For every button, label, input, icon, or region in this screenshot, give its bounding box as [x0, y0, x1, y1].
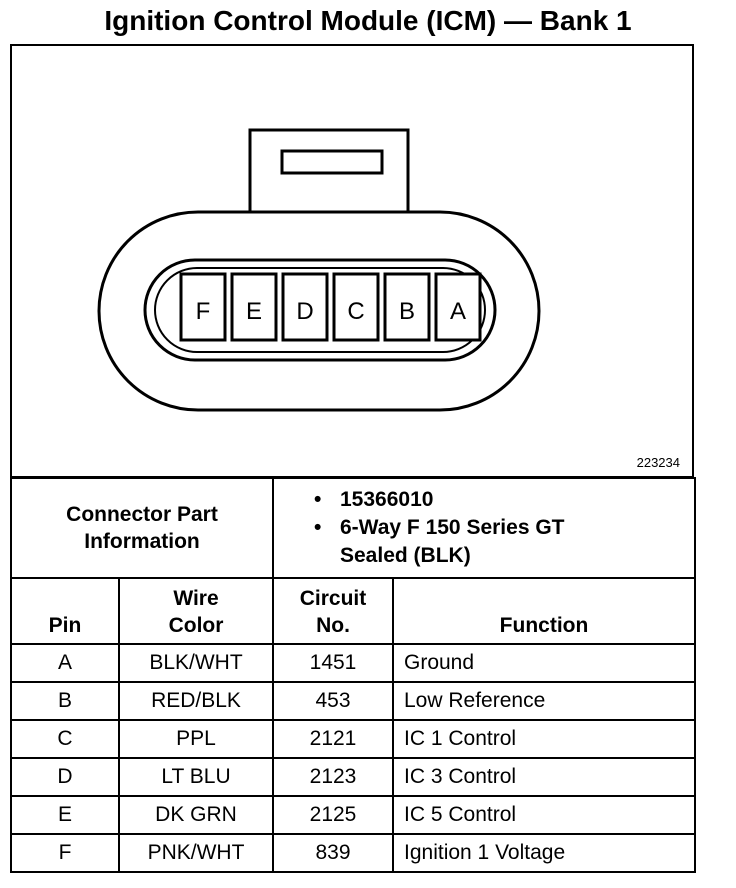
table-header-row: Pin Wire Color Circuit No. Function: [10, 577, 696, 645]
pin-cavity-d: D: [281, 272, 329, 342]
header-pin-label: Pin: [48, 614, 82, 637]
header-wire-line1: Wire: [173, 587, 219, 610]
row-pin: D: [10, 757, 120, 797]
row-pin: C: [10, 719, 120, 759]
row-wire-color: PNK/WHT: [118, 833, 274, 873]
pin-label-a: A: [450, 298, 466, 325]
row-function: IC 5 Control: [392, 795, 696, 835]
part-info-value-cell: 15366010 6-Way F 150 Series GT Sealed (B…: [272, 477, 696, 579]
connector-diagram-frame: F E D C B A 223234: [10, 44, 694, 478]
row-wire-color: RED/BLK: [118, 681, 274, 721]
header-wire-line2: Color: [168, 614, 224, 637]
connector-info-table: Connector Part Information 15366010 6-Wa…: [10, 477, 696, 873]
part-number: 15366010: [314, 486, 694, 514]
connector-type: 6-Way F 150 Series GT: [314, 514, 694, 542]
row-function: IC 1 Control: [392, 719, 696, 759]
pin-label-b: B: [399, 298, 415, 325]
pin-cavity-b: B: [383, 272, 431, 342]
row-pin: E: [10, 795, 120, 835]
connector-seal: Sealed (BLK): [340, 544, 471, 567]
row-circuit: 2125: [272, 795, 394, 835]
terminal-insert: [143, 258, 497, 362]
row-circuit: 839: [272, 833, 394, 873]
part-info-label-cell: Connector Part Information: [10, 477, 274, 579]
row-circuit: 2123: [272, 757, 394, 797]
row-function: Ignition 1 Voltage: [392, 833, 696, 873]
row-wire-color: DK GRN: [118, 795, 274, 835]
part-info-label-line2: Information: [84, 530, 200, 553]
header-function-label: Function: [499, 614, 589, 637]
diagram-title: Ignition Control Module (ICM) — Bank 1: [104, 5, 632, 36]
figure-id: 223234: [636, 455, 680, 470]
row-function: Ground: [392, 643, 696, 683]
table-row: F PNK/WHT 839 Ignition 1 Voltage: [10, 833, 696, 873]
row-wire-color: BLK/WHT: [118, 643, 274, 683]
pin-label-d: D: [296, 298, 313, 325]
header-circuit-line2: No.: [316, 614, 350, 637]
row-pin: B: [10, 681, 120, 721]
row-circuit: 1451: [272, 643, 394, 683]
header-function: Function: [392, 577, 696, 645]
header-wire-color: Wire Color: [118, 577, 274, 645]
header-pin: Pin: [10, 577, 120, 645]
terminal-insert-inner: [154, 267, 486, 353]
row-wire-color: LT BLU: [118, 757, 274, 797]
pin-label-f: F: [196, 298, 211, 325]
table-row: A BLK/WHT 1451 Ground: [10, 643, 696, 683]
table-row: C PPL 2121 IC 1 Control: [10, 719, 696, 759]
pin-label-c: C: [347, 298, 364, 325]
row-circuit: 2121: [272, 719, 394, 759]
table-row: D LT BLU 2123 IC 3 Control: [10, 757, 696, 797]
pin-cavity-e: E: [230, 272, 278, 342]
tab-window: [280, 149, 384, 175]
pin-cavity-c: C: [332, 272, 380, 342]
locking-tab: [248, 128, 410, 214]
row-pin: F: [10, 833, 120, 873]
row-circuit: 453: [272, 681, 394, 721]
pin-cavity-a: A: [434, 272, 482, 342]
row-function: IC 3 Control: [392, 757, 696, 797]
connector-face-drawing: F E D C B A: [97, 128, 541, 412]
header-circuit-no: Circuit No.: [272, 577, 394, 645]
row-pin: A: [10, 643, 120, 683]
table-row: B RED/BLK 453 Low Reference: [10, 681, 696, 721]
part-info-row: Connector Part Information 15366010 6-Wa…: [10, 477, 696, 579]
pin-cavity-f: F: [179, 272, 227, 342]
part-info-label-line1: Connector Part: [66, 503, 218, 526]
pin-label-e: E: [246, 298, 262, 325]
header-circuit-line1: Circuit: [299, 587, 367, 610]
table-row: E DK GRN 2125 IC 5 Control: [10, 795, 696, 835]
part-info-list: 15366010 6-Way F 150 Series GT: [274, 480, 694, 548]
row-wire-color: PPL: [118, 719, 274, 759]
row-function: Low Reference: [392, 681, 696, 721]
